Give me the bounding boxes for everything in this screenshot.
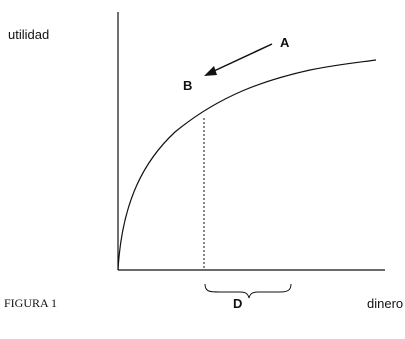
arrow-line [213, 43, 273, 72]
x-axis-label: dinero [367, 296, 404, 311]
utility-curve [117, 59, 377, 271]
point-b-label: B [183, 78, 193, 93]
arrow-head [204, 66, 217, 76]
figure-caption: FIGURA 1 [4, 296, 58, 310]
bracket-label: D [233, 296, 243, 311]
y-axis-label: utilidad [8, 27, 50, 42]
bracket-brace [204, 283, 292, 299]
point-a-label: A [280, 35, 290, 50]
